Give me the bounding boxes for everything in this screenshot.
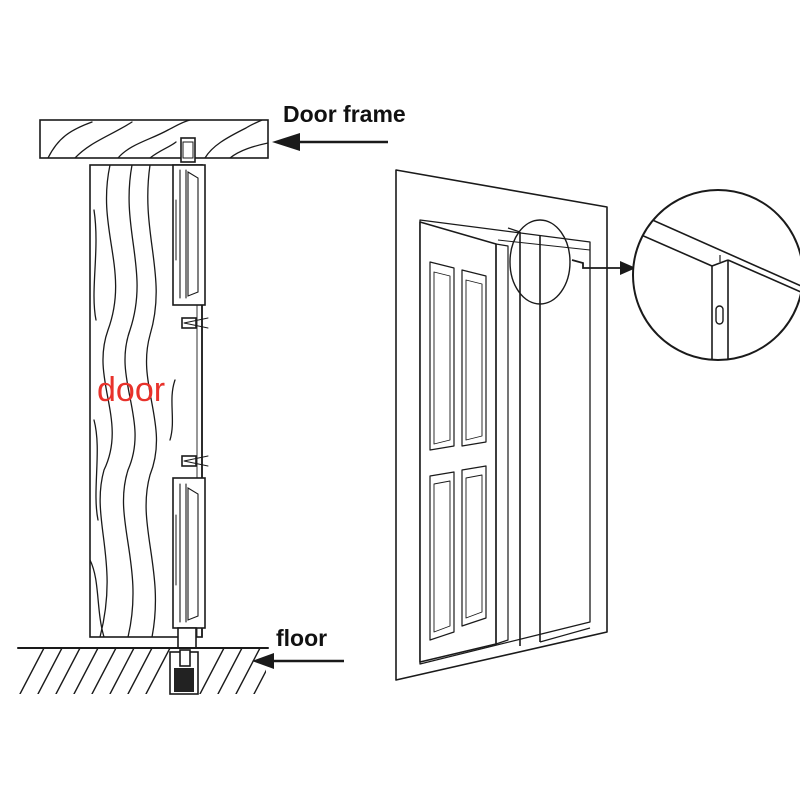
pivot-slot (715, 305, 724, 325)
floor-socket-block (174, 668, 194, 692)
open-door-leaf (419, 221, 509, 663)
label-group: Door frame door floor (97, 101, 406, 669)
magnifier-circle-icon (509, 219, 571, 305)
top-pivot-hinge (172, 137, 209, 329)
arrow-left-icon (272, 133, 388, 151)
door-frame-label: Door frame (283, 101, 406, 127)
perspective-door-view (395, 169, 608, 681)
door-label: door (97, 371, 165, 409)
floor-label: floor (276, 625, 327, 651)
bottom-pivot-hinge (172, 455, 209, 649)
door-frame-beam (39, 119, 269, 159)
detail-zoom-circle (632, 189, 800, 361)
floor-hatch (17, 647, 269, 695)
side-section-view (17, 119, 269, 695)
arrow-right-icon (571, 259, 636, 275)
arrow-left-icon (252, 653, 344, 669)
